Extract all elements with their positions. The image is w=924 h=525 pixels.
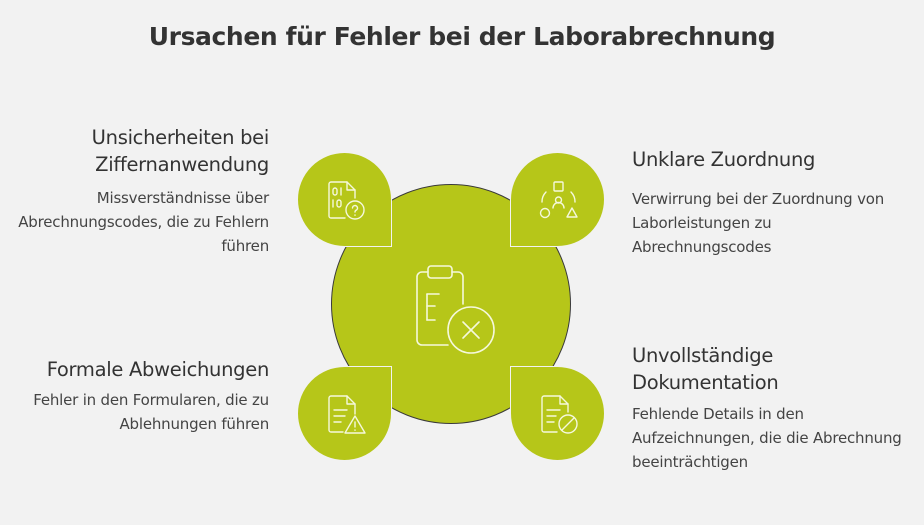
cause-heading: Formale Abweichungen bbox=[46, 358, 270, 381]
cause-heading: Unvollständige Dokumentation bbox=[632, 344, 779, 394]
cause-block-formale-abweichungen: Formale Abweichungen Fehler in den Formu… bbox=[0, 356, 269, 436]
shapes-assignment-icon bbox=[539, 181, 578, 219]
diagram-title: Ursachen für Fehler bei der Laborabrechn… bbox=[148, 22, 776, 51]
binary-document-question-icon bbox=[328, 181, 365, 220]
cause-block-ziffernanwendung: Unsicherheiten bei Ziffernanwendung Miss… bbox=[0, 124, 269, 258]
petal-ziffernanwendung bbox=[297, 152, 392, 247]
cause-heading: Unsicherheiten bei Ziffernanwendung bbox=[91, 126, 270, 176]
document-blocked-icon bbox=[541, 395, 578, 434]
cause-block-dokumentation: Unvollständige Dokumentation Fehlende De… bbox=[632, 342, 912, 474]
petal-formale-abweichungen bbox=[297, 366, 392, 461]
cause-description: Fehlende Details in den Aufzeichnungen, … bbox=[632, 405, 902, 471]
cause-description: Missverständnisse über Abrechnungscodes,… bbox=[18, 189, 269, 255]
cause-heading: Unklare Zuordnung bbox=[632, 148, 816, 171]
petal-dokumentation bbox=[510, 366, 605, 461]
cause-block-zuordnung: Unklare Zuordnung Verwirrung bei der Zuo… bbox=[632, 146, 912, 259]
cause-description: Verwirrung bei der Zuordnung von Laborle… bbox=[632, 190, 885, 256]
clipboard-x-icon bbox=[416, 265, 495, 354]
document-warning-icon bbox=[328, 395, 366, 434]
cause-description: Fehler in den Formularen, die zu Ablehnu… bbox=[33, 391, 269, 433]
petal-zuordnung bbox=[510, 152, 605, 247]
